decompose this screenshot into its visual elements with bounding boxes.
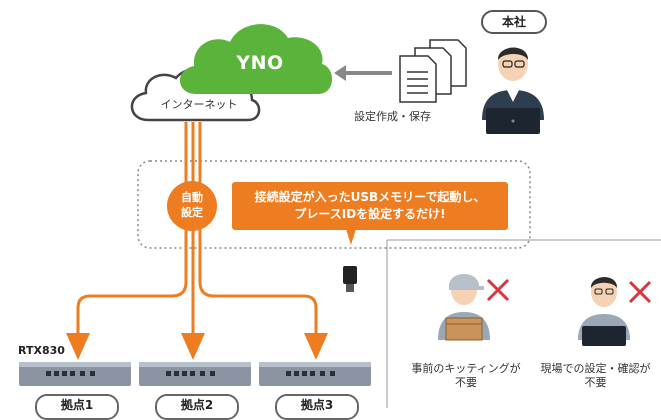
yno-label: YNO [236,52,284,74]
site-label-1: 拠点1 [35,394,119,420]
router-device-1 [19,362,131,386]
hq-badge: 本社 [481,10,547,34]
kitting-caption-line2: 不要 [455,376,477,390]
site-label-2: 拠点2 [155,394,239,420]
red-x-icon-1 [486,278,510,302]
router-device-3 [259,362,371,386]
kitting-caption: 事前のキッティングが 不要 [393,362,539,391]
callout-line1: 接続設定が入ったUSBメモリーで起動し、 [254,189,486,204]
upload-arrow [334,65,392,81]
red-x-icon-2 [628,280,652,304]
callout-pointer [346,229,356,245]
site-label-3: 拠点3 [275,394,359,420]
usb-callout: 接続設定が入ったUSBメモリーで起動し、 プレースIDを設定するだけ! [232,182,508,230]
onsite-caption: 現場での設定・確認が 不要 [530,362,661,391]
documents-icon [399,39,467,103]
auto-config-line1: 自動 [181,191,203,205]
onsite-caption-line1: 現場での設定・確認が [540,362,651,375]
hq-person-icon [482,47,544,134]
onsite-person-icon [578,277,630,346]
kitting-caption-line1: 事前のキッティングが [411,362,521,375]
internet-label: インターネット [160,98,238,111]
callout-line2: プレースIDを設定するだけ! [294,207,446,221]
device-model-label: RTX830 [18,344,65,357]
auto-config-badge: 自動 設定 [167,181,217,231]
document-caption: 設定作成・保存 [354,110,431,123]
onsite-caption-line2: 不要 [584,376,607,390]
yno-cloud-icon [179,24,333,94]
kitting-worker-icon [438,274,490,341]
router-device-2 [139,362,251,386]
auto-config-lines [66,122,328,360]
usb-memory-icon [343,266,357,292]
dotted-frame [137,160,531,249]
diagram-canvas [19,24,661,408]
auto-config-line2: 設定 [181,206,203,219]
